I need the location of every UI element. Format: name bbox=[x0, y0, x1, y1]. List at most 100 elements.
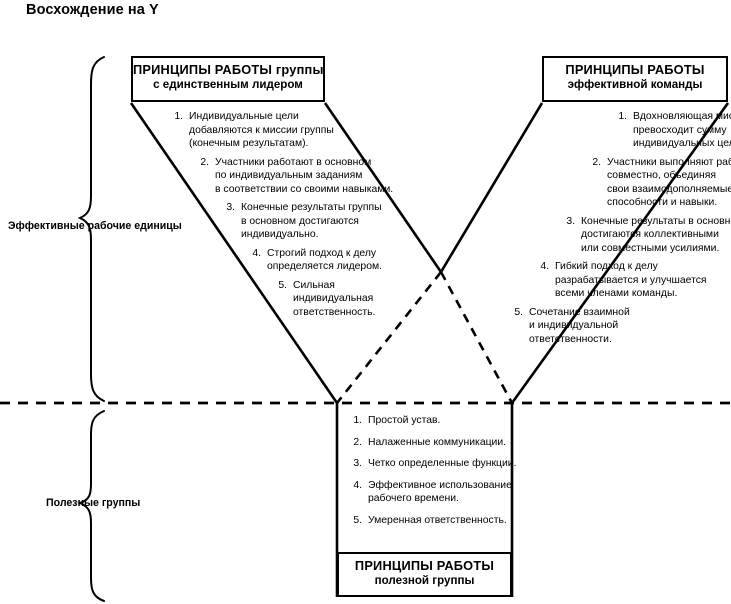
bottom-panel-item-line: рабочего времени. bbox=[368, 493, 459, 505]
right-arm-outline bbox=[439, 102, 730, 404]
left-panel-item-line: Участники работают в основном bbox=[215, 156, 372, 168]
bottom-panel-item-text: Четко определенные функции. bbox=[368, 457, 527, 471]
brace-label-useful-groups: Полезные группы bbox=[46, 497, 141, 509]
bottom-panel-item-line: Эффективное использование bbox=[368, 479, 512, 491]
left-panel-list: 1. Индивидуальные цели добавляются к мисси… bbox=[168, 110, 394, 324]
bottom-panel-item: 4. Эффективное использование рабочего врем… bbox=[347, 479, 527, 506]
right-panel-item-line: Участники выполняют работу bbox=[607, 156, 731, 168]
right-panel-item-number: 4. bbox=[540, 261, 549, 273]
right-panel-item-line: и индивидуальной bbox=[529, 320, 619, 332]
bottom-panel-item-line: Простой устав. bbox=[368, 415, 441, 426]
right-panel-item-text: Вдохновляющая миссияпревосходит суммуинд… bbox=[633, 110, 731, 151]
bottom-panel-item: 3. Четко определенные функции. bbox=[347, 457, 527, 471]
right-panel-item-line: или совместными усилиями. bbox=[581, 242, 720, 254]
bottom-panel-header-line1: ПРИНЦИПЫ РАБОТЫ bbox=[354, 558, 495, 573]
right-panel-item-line: Сочетание взаимной bbox=[529, 306, 630, 318]
bottom-panel-item-line: Налаженные коммуникации. bbox=[368, 436, 507, 448]
left-panel-item-line: в основном достигаются bbox=[241, 215, 359, 227]
right-panel-item-line: Конечные результаты в основном bbox=[581, 215, 731, 227]
right-panel-item-line: Гибкий подход к делу bbox=[555, 261, 658, 273]
left-panel-item-line: по индивидуальным заданиям bbox=[215, 170, 363, 182]
brace-label-effective-units: Эффективные рабочие единицы bbox=[8, 220, 182, 232]
bottom-panel-item-line: Умеренная ответственность. bbox=[368, 514, 507, 526]
left-panel-header: ПРИНЦИПЫ РАБОТЫ группы с единственным ли… bbox=[131, 56, 325, 102]
left-panel-item-line: Индивидуальные цели bbox=[189, 111, 299, 122]
bottom-panel-item-number: 2. bbox=[353, 436, 362, 448]
right-panel-item-number: 2. bbox=[592, 156, 601, 168]
left-panel-item-number: 1. bbox=[174, 111, 183, 122]
bottom-panel-item-number: 1. bbox=[353, 415, 362, 426]
bottom-panel-item-text: Эффективное использование рабочего времен… bbox=[368, 479, 527, 506]
bottom-panel-header: ПРИНЦИПЫ РАБОТЫ полезной группы bbox=[337, 552, 512, 597]
left-panel-item-number: 4. bbox=[252, 247, 261, 259]
bottom-panel-item: 1. Простой устав. bbox=[347, 414, 527, 428]
left-panel-item: 4. Строгий подход к делу определяется лиде… bbox=[246, 247, 383, 274]
left-panel-item-line: добавляются к миссии группы bbox=[189, 124, 334, 136]
left-panel-item-line: Конечные результаты группы bbox=[241, 202, 382, 214]
bottom-panel-list: 1. Простой устав. 2. Налаженные коммуникаци… bbox=[347, 414, 527, 535]
page-title: Восхождение на Y bbox=[26, 2, 159, 18]
right-panel-item-text: Конечные результаты в основном достигаютс… bbox=[581, 215, 731, 256]
left-panel-item-line: определяется лидером. bbox=[267, 261, 383, 273]
left-panel-item: 2. Участники работают в основном по индиви… bbox=[194, 156, 394, 197]
bottom-panel-item: 2. Налаженные коммуникации. bbox=[347, 436, 527, 450]
left-panel-item-line: (конечным результатам). bbox=[189, 138, 309, 150]
stem-dashed-right bbox=[439, 271, 514, 404]
left-panel-item-line: Сильная bbox=[293, 279, 335, 291]
left-panel-item-line: индивидуально. bbox=[241, 229, 319, 241]
left-panel-item-line: ответственность. bbox=[293, 306, 376, 318]
right-panel-item: 3. Конечные результаты в основном достигаю… bbox=[560, 215, 731, 256]
upper-brace bbox=[77, 56, 105, 402]
right-panel-item-line: всеми членами команды. bbox=[555, 288, 678, 300]
right-panel-header: ПРИНЦИПЫ РАБОТЫ эффективной команды bbox=[542, 56, 728, 102]
right-panel-item-line: достигаются коллективными bbox=[581, 229, 719, 241]
right-panel-header-line2: эффективной команды bbox=[567, 78, 703, 92]
left-panel-item-line: Строгий подход к делу bbox=[267, 247, 377, 259]
bottom-panel-item-number: 5. bbox=[353, 514, 362, 526]
bottom-panel-item-number: 4. bbox=[353, 479, 362, 491]
right-panel-item-text: Участники выполняют работу совместно, объ… bbox=[607, 156, 731, 210]
left-panel-item-number: 3. bbox=[226, 202, 235, 214]
right-panel-header-line1: ПРИНЦИПЫ РАБОТЫ bbox=[565, 62, 705, 77]
lower-brace bbox=[77, 410, 105, 602]
right-panel-item-number: 5. bbox=[514, 306, 523, 318]
bottom-panel-item-text: Умеренная ответственность. bbox=[368, 514, 527, 528]
right-panel-item-line: разрабатывается и улучшается bbox=[555, 274, 707, 286]
stem-dashed-left bbox=[335, 271, 443, 404]
left-panel-header-line1: ПРИНЦИПЫ РАБОТЫ группы bbox=[133, 62, 324, 77]
right-panel-item-line: ответственности. bbox=[529, 333, 612, 345]
bottom-panel-header-line2: полезной группы bbox=[374, 574, 475, 588]
bottom-panel-item-text: Налаженные коммуникации. bbox=[368, 436, 527, 450]
left-panel-item: 1. Индивидуальные цели добавляются к мисси… bbox=[168, 110, 378, 151]
left-panel-header-line2: с единственным лидером bbox=[153, 78, 303, 92]
left-panel-item-number: 2. bbox=[200, 156, 209, 168]
left-panel-item-line: индивидуальная bbox=[293, 293, 374, 305]
right-panel-item-line: Вдохновляющая миссия bbox=[633, 111, 731, 122]
right-panel-item: 1. Вдохновляющая миссияпревосходит суммуи… bbox=[612, 110, 731, 151]
left-panel-item-text: Строгий подход к делу определяется лидеро… bbox=[267, 247, 383, 274]
left-panel-item-line: в соответствии со своими навыками. bbox=[215, 183, 394, 195]
bottom-panel-item: 5. Умеренная ответственность. bbox=[347, 514, 527, 528]
right-panel-item-line: свои взаимодополняемые bbox=[607, 183, 731, 195]
right-panel-item-number: 1. bbox=[618, 111, 627, 122]
right-panel-item-number: 3. bbox=[566, 215, 575, 227]
right-panel-item-line: совместно, объединяя bbox=[607, 170, 716, 182]
bottom-panel-item-text: Простой устав. bbox=[368, 414, 527, 428]
right-panel-list: 1. Вдохновляющая миссияпревосходит суммуи… bbox=[508, 110, 731, 351]
bottom-panel-item-number: 3. bbox=[353, 458, 362, 470]
right-panel-item: 2. Участники выполняют работу совместно, о… bbox=[586, 156, 731, 210]
left-arm-outline bbox=[129, 102, 443, 404]
left-panel-item-text: Индивидуальные цели добавляются к миссии … bbox=[189, 110, 378, 151]
right-panel-item-line: индивидуальных целей. bbox=[633, 138, 731, 150]
bottom-panel-item-line: Четко определенные функции. bbox=[368, 458, 517, 470]
